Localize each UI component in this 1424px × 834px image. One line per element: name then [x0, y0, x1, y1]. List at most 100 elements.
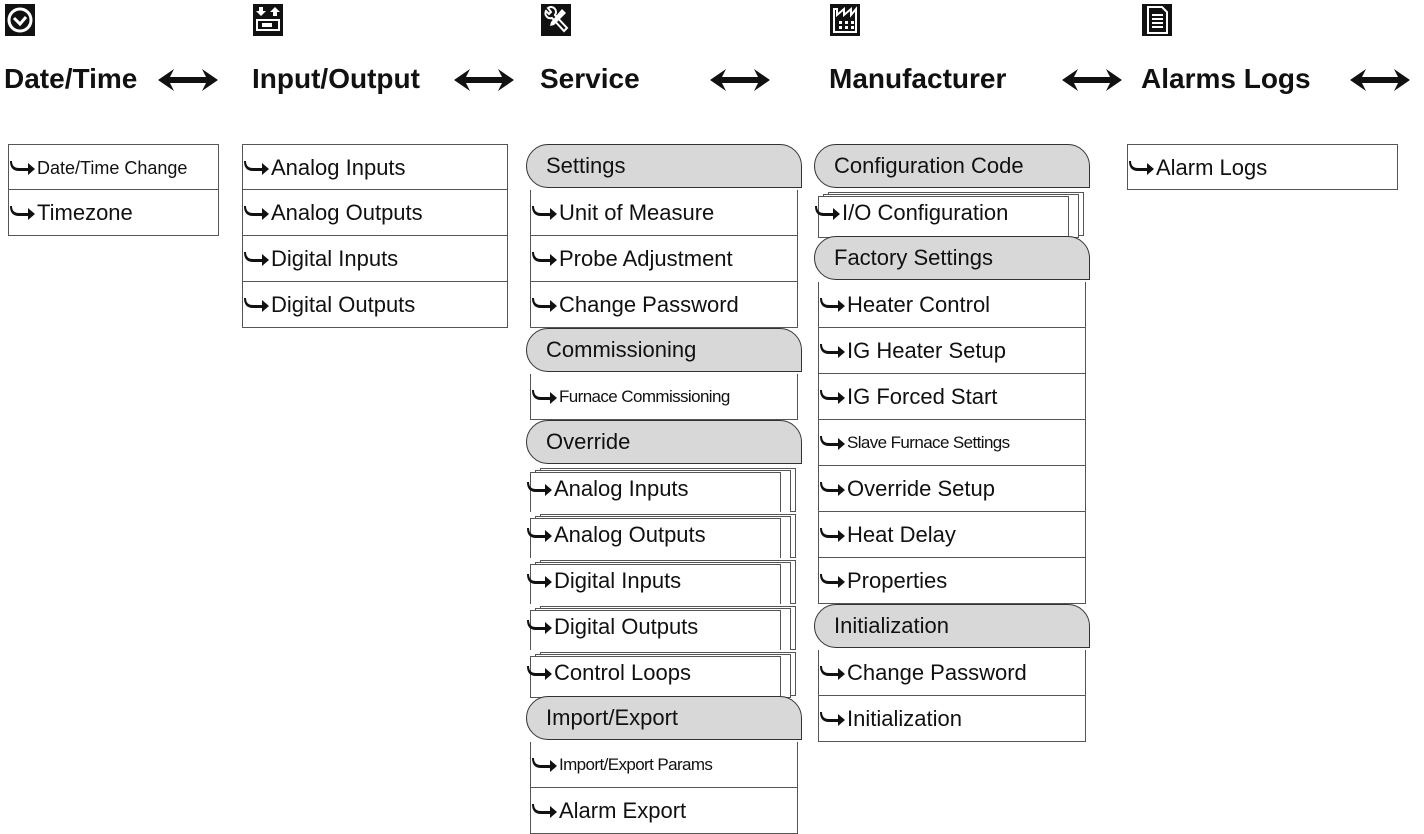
- hook-arrow-icon: [820, 666, 845, 680]
- hook-arrow-icon: [820, 528, 845, 542]
- hook-arrow-icon: [527, 528, 552, 542]
- menu-item-label: Alarm Logs: [1156, 155, 1268, 180]
- menu-item[interactable]: Heat Delay: [818, 512, 1086, 558]
- hook-arrow-icon: [820, 574, 845, 588]
- menu-item-label: Alarm Export: [559, 798, 687, 823]
- menu-item-label: Slave Furnace Settings: [847, 433, 1010, 452]
- menu-item[interactable]: Override Setup: [818, 466, 1086, 512]
- menu-item-label: Import/Export Params: [559, 755, 713, 774]
- hook-arrow-icon: [532, 252, 557, 266]
- menu-item[interactable]: Furnace Commissioning: [530, 374, 798, 420]
- menu-item[interactable]: Change Password: [530, 282, 798, 328]
- hook-arrow-icon: [532, 298, 557, 312]
- menu-item-label: IG Heater Setup: [847, 338, 1006, 363]
- header-manufacturer[interactable]: Manufacturer: [829, 63, 1007, 94]
- hook-arrow-icon: [532, 206, 557, 220]
- menu-item-label: Analog Inputs: [271, 155, 406, 180]
- menu-item-label: Heater Control: [847, 292, 991, 317]
- menu-item-stacked[interactable]: Digital Outputs: [526, 604, 802, 652]
- hook-arrow-icon: [527, 574, 552, 588]
- menu-item[interactable]: Analog Inputs: [242, 144, 508, 190]
- menu-item[interactable]: Alarm Export: [530, 788, 798, 834]
- menu-item[interactable]: Digital Outputs: [242, 282, 508, 328]
- wrench-screwdriver-icon: [541, 4, 571, 36]
- menu-item-label: Unit of Measure: [559, 200, 715, 225]
- menu-item-label: IG Forced Start: [847, 384, 998, 409]
- hook-arrow-icon: [244, 252, 269, 266]
- menu-item-label: Change Password: [559, 292, 739, 317]
- menu-item-label: Date/Time Change: [37, 158, 188, 178]
- menu-item-label: Furnace Commissioning: [559, 387, 730, 406]
- menu-item-label: Control Loops: [554, 660, 691, 685]
- date-time-menu: Date/Time Change Timezone: [8, 144, 219, 236]
- menu-item[interactable]: Probe Adjustment: [530, 236, 798, 282]
- input-output-menu: Analog Inputs Analog Outputs Digital Inp…: [242, 144, 508, 328]
- input-output-icon: [253, 4, 283, 36]
- menu-item-label: Timezone: [37, 200, 133, 225]
- double-arrow-icon: [1350, 69, 1410, 91]
- hook-arrow-icon: [532, 390, 557, 404]
- hook-arrow-icon: [10, 206, 35, 220]
- menu-item[interactable]: Unit of Measure: [530, 190, 798, 236]
- hook-arrow-icon: [10, 161, 35, 175]
- menu-item-label: Analog Inputs: [554, 476, 689, 501]
- manufacturer-menu: Configuration Code I/O Configuration Fac…: [814, 144, 1090, 742]
- menu-item-label: Override Setup: [847, 476, 995, 501]
- menu-item[interactable]: Properties: [818, 558, 1086, 604]
- group-label: Settings: [546, 153, 626, 178]
- menu-item[interactable]: Import/Export Params: [530, 742, 798, 788]
- menu-item[interactable]: Digital Inputs: [242, 236, 508, 282]
- menu-item[interactable]: Heater Control: [818, 282, 1086, 328]
- menu-item-stacked[interactable]: Control Loops: [526, 650, 802, 698]
- header-service[interactable]: Service: [540, 63, 640, 94]
- menu-item-stacked[interactable]: Digital Inputs: [526, 558, 802, 606]
- menu-item-label: I/O Configuration: [842, 200, 1009, 225]
- group-import-export[interactable]: Import/Export: [526, 696, 802, 742]
- double-arrow-icon: [710, 69, 770, 91]
- menu-item[interactable]: Alarm Logs: [1127, 144, 1398, 190]
- service-menu: Settings Unit of Measure Probe Adjustmen…: [526, 144, 802, 834]
- menu-item-stacked[interactable]: I/O Configuration: [814, 190, 1090, 238]
- menu-item[interactable]: Initialization: [818, 696, 1086, 742]
- hook-arrow-icon: [820, 712, 845, 726]
- hook-arrow-icon: [820, 482, 845, 496]
- hook-arrow-icon: [244, 161, 269, 175]
- menu-item[interactable]: Timezone: [8, 190, 219, 236]
- group-override[interactable]: Override: [526, 420, 802, 466]
- clock-icon: [5, 4, 35, 36]
- double-arrow-icon: [1062, 69, 1122, 91]
- menu-item[interactable]: Analog Outputs: [242, 190, 508, 236]
- menu-item-label: Digital Outputs: [554, 614, 699, 639]
- hook-arrow-icon: [532, 804, 557, 818]
- hook-arrow-icon: [820, 344, 845, 358]
- menu-item[interactable]: Date/Time Change: [8, 144, 219, 190]
- menu-item-stacked[interactable]: Analog Inputs: [526, 466, 802, 514]
- group-commissioning[interactable]: Commissioning: [526, 328, 802, 374]
- group-factory-settings[interactable]: Factory Settings: [814, 236, 1090, 282]
- group-label: Initialization: [834, 613, 949, 638]
- menu-item[interactable]: IG Heater Setup: [818, 328, 1086, 374]
- menu-item[interactable]: IG Forced Start: [818, 374, 1086, 420]
- menu-item[interactable]: Slave Furnace Settings: [818, 420, 1086, 466]
- group-settings[interactable]: Settings: [526, 144, 802, 190]
- menu-item-label: Analog Outputs: [271, 200, 423, 225]
- header-input-output[interactable]: Input/Output: [252, 63, 420, 94]
- hook-arrow-icon: [1129, 161, 1154, 175]
- hook-arrow-icon: [815, 206, 840, 220]
- header-date-time[interactable]: Date/Time: [4, 63, 138, 94]
- group-initialization[interactable]: Initialization: [814, 604, 1090, 650]
- double-arrow-icon: [454, 69, 514, 91]
- hook-arrow-icon: [820, 390, 845, 404]
- menu-item-label: Heat Delay: [847, 522, 956, 547]
- menu-item-label: Digital Inputs: [554, 568, 682, 593]
- group-label: Override: [546, 429, 631, 454]
- menu-item-stacked[interactable]: Analog Outputs: [526, 512, 802, 560]
- group-label: Import/Export: [546, 705, 679, 730]
- hook-arrow-icon: [527, 482, 552, 496]
- factory-icon: [830, 4, 860, 36]
- menu-item[interactable]: Change Password: [818, 650, 1086, 696]
- menu-item-label: Change Password: [847, 660, 1027, 685]
- header-alarms-logs[interactable]: Alarms Logs: [1141, 63, 1311, 94]
- hook-arrow-icon: [820, 436, 845, 450]
- group-configuration-code[interactable]: Configuration Code: [814, 144, 1090, 190]
